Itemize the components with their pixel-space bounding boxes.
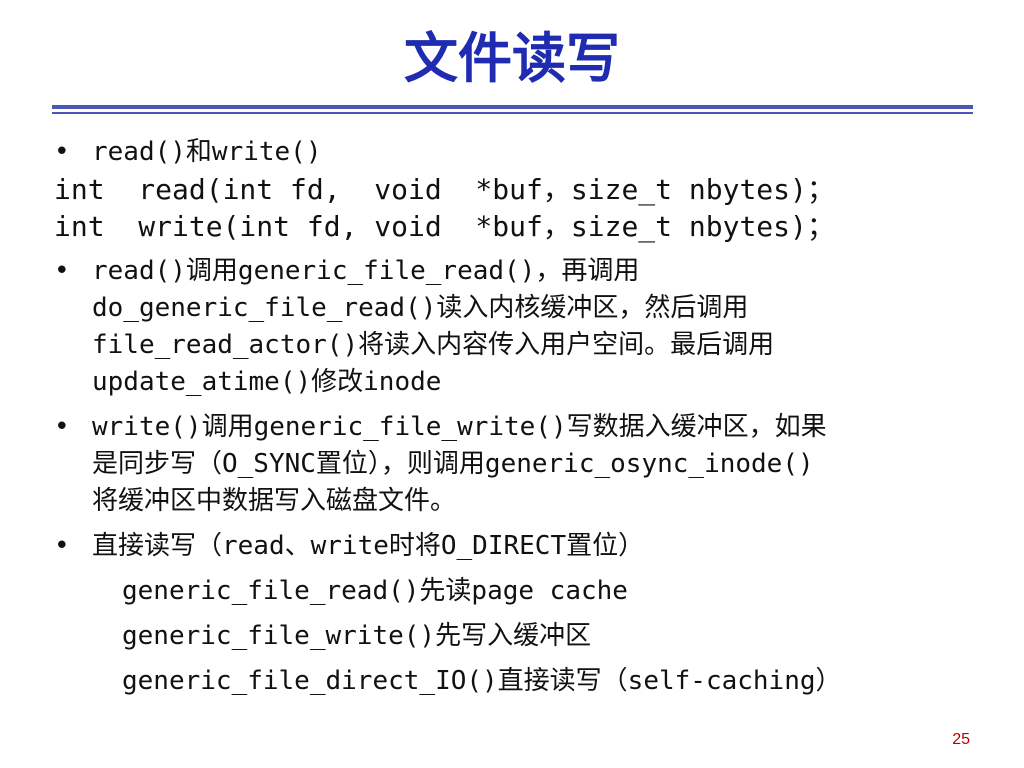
bullet-1-text: read()和write() [92, 137, 322, 167]
bullet-marker: • [54, 531, 70, 561]
bullet-4-text: 直接读写（read、write时将O_DIRECT置位） [92, 531, 645, 561]
title-divider-thin [52, 112, 973, 114]
code-line-read: int read(int fd, void *buf，size_t nbytes… [54, 173, 835, 206]
code-line-write: int write(int fd, void *buf，size_t nbyte… [54, 210, 835, 243]
bullet-3-line-1: write()调用generic_file_write()写数据入缓冲区，如果 [92, 412, 827, 442]
bullet-marker: • [54, 137, 70, 167]
bullet-3-line-3: 将缓冲区中数据写入磁盘文件。 [92, 486, 457, 516]
bullet-2-line-3: file_read_actor()将读入内容传入用户空间。最后调用 [92, 330, 775, 360]
bullet-2-line-1: read()调用generic_file_read()，再调用 [92, 256, 640, 286]
sub-item-generic-file-write: generic_file_write()先写入缓冲区 [122, 621, 592, 651]
bullet-2-line-4: update_atime()修改inode [92, 367, 442, 397]
slide-title: 文件读写 [404, 26, 620, 90]
bullet-marker: • [54, 412, 70, 442]
sub-item-generic-file-read: generic_file_read()先读page cache [122, 576, 628, 606]
bullet-3-line-2: 是同步写（O_SYNC置位），则调用generic_osync_inode() [92, 449, 814, 479]
bullet-2-line-2: do_generic_file_read()读入内核缓冲区，然后调用 [92, 293, 749, 323]
title-divider-thick [52, 105, 973, 109]
page-number: 25 [952, 731, 970, 748]
sub-item-generic-file-direct-io: generic_file_direct_IO()直接读写（self-cachin… [122, 666, 842, 696]
bullet-marker: • [54, 256, 70, 286]
